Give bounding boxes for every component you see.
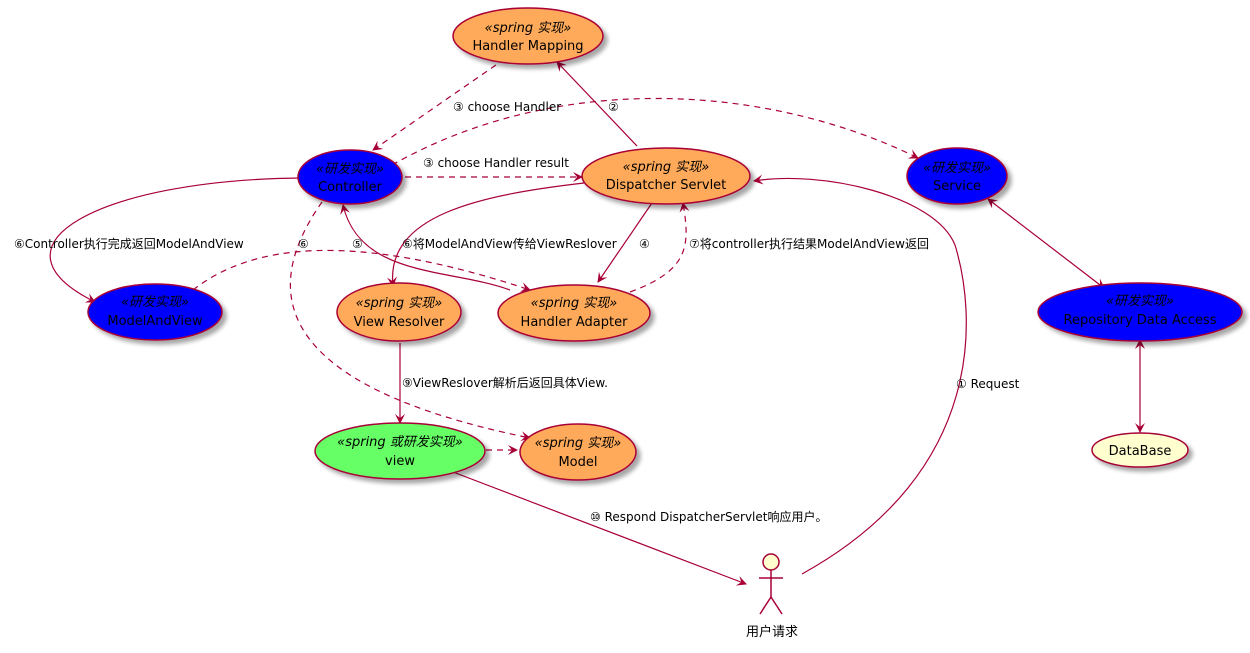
node-model-stereotype: «spring 实现» [535, 435, 622, 451]
node-model: «spring 实现» Model [519, 423, 637, 481]
node-service-stereotype: «研发实现» [923, 160, 991, 176]
node-view-name: view [385, 454, 415, 469]
label-choose-handler: ③ choose Handler [453, 100, 561, 114]
edge-respond [452, 471, 747, 586]
node-service: «研发实现» Service [906, 147, 1008, 205]
node-handler-adapter-stereotype: «spring 实现» [531, 295, 618, 311]
node-repository-name: Repository Data Access [1064, 313, 1217, 328]
edge-controller-to-model [289, 201, 531, 442]
actor-user-icon [759, 553, 783, 615]
edge-dispatcher-to-resolver [387, 182, 585, 287]
node-model-and-view-stereotype: «研发实现» [121, 294, 189, 310]
node-model-name: Model [558, 455, 597, 470]
node-view-resolver: «spring 实现» View Resolver [336, 282, 462, 342]
node-database-name: DataBase [1109, 444, 1172, 459]
node-view-resolver-name: View Resolver [354, 315, 445, 330]
label-step2: ② [608, 100, 619, 114]
label-step5: ⑤ [352, 237, 363, 251]
node-handler-adapter-name: Handler Adapter [521, 315, 629, 330]
edge-choose-handler [372, 64, 497, 151]
edge-controller-to-mav [49, 177, 301, 303]
node-dispatcher-servlet: «spring 实现» Dispatcher Servlet [581, 147, 751, 205]
node-repository-stereotype: «研发实现» [1106, 293, 1174, 309]
node-dispatcher-servlet-stereotype: «spring 实现» [623, 159, 710, 175]
label-request: ① Request [956, 377, 1020, 391]
edge-mav-to-adapter [192, 249, 531, 292]
label-controller-result-return: ⑦将controller执行结果ModelAndView返回 [689, 237, 929, 251]
node-controller: «研发实现» Controller [297, 149, 403, 205]
label-mav-to-resolver: ⑥将ModelAndView传给ViewReslover [402, 236, 617, 251]
edge-dispatcher-to-mapping [556, 61, 638, 147]
node-handler-mapping-stereotype: «spring 实现» [485, 20, 572, 36]
node-handler-mapping: «spring 实现» Handler Mapping [452, 7, 604, 65]
node-controller-name: Controller [318, 180, 383, 195]
node-controller-stereotype: «研发实现» [316, 161, 384, 177]
edge-adapter-to-dispatcher [629, 202, 690, 293]
node-model-and-view: «研发实现» ModelAndView [87, 283, 223, 341]
node-service-name: Service [933, 179, 981, 194]
label-step6: ⑥ [298, 237, 309, 251]
edge-controller-to-service [391, 97, 919, 166]
label-controller-return-mav: ⑥Controller执行完成返回ModelAndView [14, 236, 244, 251]
node-view-resolver-stereotype: «spring 实现» [356, 295, 443, 311]
label-resolver-return-view: ⑨ViewReslover解析后返回具体View. [402, 376, 608, 390]
edge-service-repository [987, 198, 1105, 289]
node-handler-adapter: «spring 实现» Handler Adapter [497, 284, 651, 342]
node-handler-mapping-name: Handler Mapping [472, 39, 583, 54]
label-choose-handler-result: ③ choose Handler result [423, 156, 569, 170]
actor-label: 用户请求 [746, 624, 798, 640]
node-database: DataBase [1091, 432, 1189, 468]
label-respond: ⑩ Respond DispatcherServlet响应用户。 [590, 509, 827, 524]
node-repository: «研发实现» Repository Data Access [1037, 282, 1243, 342]
edge-request [753, 174, 967, 575]
node-dispatcher-servlet-name: Dispatcher Servlet [606, 178, 727, 193]
edge-adapter-to-controller [340, 204, 511, 291]
edge-dispatcher-to-adapter [597, 202, 653, 283]
label-step4: ④ [639, 237, 650, 251]
node-view: «spring 或研发实现» view [314, 422, 486, 480]
node-view-stereotype: «spring 或研发实现» [337, 434, 463, 450]
node-model-and-view-name: ModelAndView [107, 314, 203, 329]
